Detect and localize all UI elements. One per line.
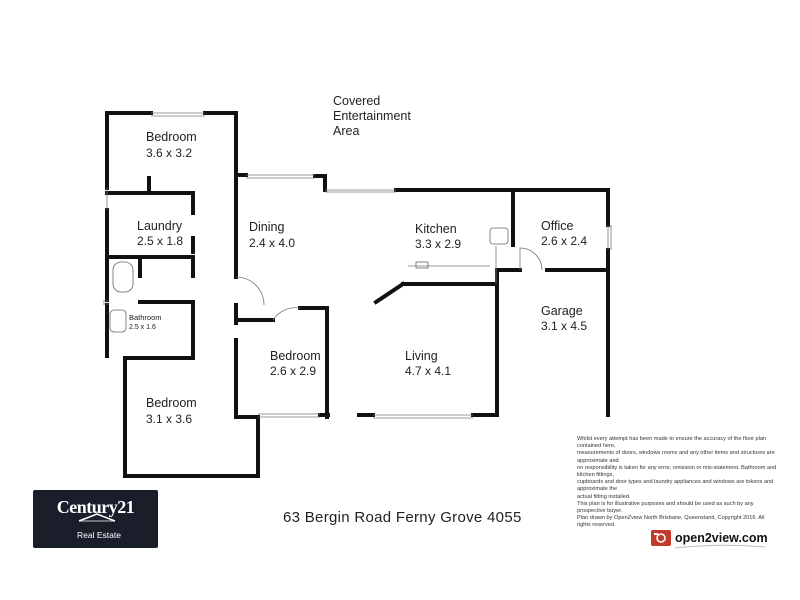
room-label-kitchen-name: Kitchen bbox=[415, 222, 457, 236]
house-roof-icon bbox=[78, 513, 116, 522]
covered-area-line-3: Area bbox=[333, 124, 359, 138]
property-address: 63 Bergin Road Ferny Grove 4055 bbox=[283, 509, 522, 526]
disclaimer-line: Plan drawn by OpenZview North Brisbane, … bbox=[577, 515, 765, 529]
room-labels: Bedroom 3.6 x 3.2 Laundry 2.5 x 1.8 Bath… bbox=[129, 94, 587, 426]
room-label-laundry-name: Laundry bbox=[137, 219, 183, 233]
room-label-living-name: Living bbox=[405, 349, 438, 363]
fixtures bbox=[109, 227, 509, 333]
room-label-bathroom-name: Bathroom bbox=[129, 313, 162, 322]
room-label-dining-dim: 2.4 x 4.0 bbox=[249, 236, 295, 250]
room-label-laundry-dim: 2.5 x 1.8 bbox=[137, 234, 183, 248]
century21-logo: Century21 Real Estate bbox=[33, 490, 158, 548]
room-label-office-name: Office bbox=[541, 219, 573, 233]
disclaimer-line: actual fitting installed. bbox=[577, 493, 631, 500]
disclaimer-line: Whilst every attempt has been made to en… bbox=[577, 436, 767, 450]
walls bbox=[105, 111, 610, 478]
windows-and-doors bbox=[103, 112, 612, 419]
room-label-office-dim: 2.6 x 2.4 bbox=[541, 234, 587, 248]
disclaimer-line: no responsibility is taken for any error… bbox=[577, 464, 777, 479]
room-label-bedroom-2-dim: 2.6 x 2.9 bbox=[270, 364, 316, 378]
room-label-kitchen-dim: 3.3 x 2.9 bbox=[415, 237, 461, 251]
disclaimer-line: cupboards and door types and laundry app… bbox=[577, 479, 774, 493]
covered-area-line-2: Entertainment bbox=[333, 109, 411, 123]
covered-area-line-1: Covered bbox=[333, 94, 380, 108]
room-label-bedroom-2-name: Bedroom bbox=[270, 349, 321, 363]
disclaimer-line: This plan is for illustrative purposes a… bbox=[577, 500, 754, 515]
open2view-wordmark: open2view.com bbox=[675, 531, 768, 545]
disclaimer-line: measurements of doors, windows rooms and… bbox=[577, 450, 775, 464]
room-label-bedroom-1-dim: 3.6 x 3.2 bbox=[146, 146, 192, 160]
century21-subtitle: Real Estate bbox=[77, 530, 121, 540]
room-label-bathroom-dim: 2.5 x 1.6 bbox=[129, 324, 156, 331]
room-label-living-dim: 4.7 x 4.1 bbox=[405, 364, 451, 378]
open2view-logo: open2view.com bbox=[651, 527, 771, 549]
century21-wordmark: Century21 bbox=[56, 497, 135, 517]
disclaimer: Whilst every attempt has been made to en… bbox=[577, 436, 777, 530]
camera-icon bbox=[651, 530, 671, 546]
room-label-dining-name: Dining bbox=[249, 220, 284, 234]
room-label-bedroom-3-name: Bedroom bbox=[146, 396, 197, 410]
room-label-bedroom-3-dim: 3.1 x 3.6 bbox=[146, 412, 192, 426]
room-label-garage-name: Garage bbox=[541, 304, 583, 318]
room-label-bedroom-1-name: Bedroom bbox=[146, 130, 197, 144]
room-label-garage-dim: 3.1 x 4.5 bbox=[541, 319, 587, 333]
swoosh-icon bbox=[675, 544, 765, 549]
